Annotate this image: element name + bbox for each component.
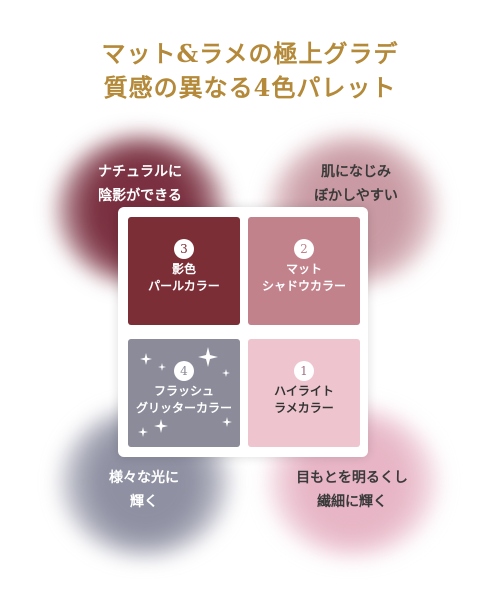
caption-line: 繊細に輝く [317, 494, 387, 510]
sparkle-icon [154, 419, 168, 433]
pan-label-line: マット [285, 262, 322, 276]
caption-line: 目もとを明るくし [296, 470, 408, 486]
caption-line: ナチュラルに [98, 164, 182, 180]
pan-shade-2: 2 マット シャドウカラー [248, 217, 360, 325]
pan-label-line: パールカラー [148, 279, 220, 293]
pan-label-line: ラメカラー [274, 401, 334, 415]
pan-shade-4: 4 フラッシュ グリッターカラー [128, 339, 240, 447]
eyeshadow-palette: 3 影色 パールカラー 2 マット シャドウカラー 4 フラッシュ グリッターカ… [118, 207, 368, 457]
sparkle-icon [138, 427, 148, 437]
pan-shade-3: 3 影色 パールカラー [128, 217, 240, 325]
pan-label-line: フラッシュ [153, 384, 214, 398]
pan-label-line: ハイライト [274, 384, 334, 398]
caption-line: 輝く [130, 494, 158, 510]
pan-label-line: 影色 [171, 262, 196, 276]
blob-caption-top-left: ナチュラルに 陰影ができる [60, 160, 220, 208]
sparkle-icon [158, 363, 166, 371]
pan-number-badge: 4 [174, 361, 194, 381]
caption-line: 様々な光に [109, 470, 179, 486]
caption-line: ぼかしやすい [314, 188, 398, 204]
pan-number-badge: 2 [294, 239, 314, 259]
blob-caption-bottom-left: 様々な光に 輝く [64, 466, 224, 514]
sparkle-icon [198, 347, 218, 367]
blob-caption-top-right: 肌になじみ ぼかしやすい [276, 160, 436, 208]
sparkle-icon [222, 417, 232, 427]
caption-line: 肌になじみ [321, 164, 391, 180]
caption-line: 陰影ができる [98, 188, 182, 204]
heading-line-1: マット&ラメの極上グラデ [101, 39, 399, 68]
pan-shade-1: 1 ハイライト ラメカラー [248, 339, 360, 447]
sparkle-icon [140, 353, 152, 365]
pan-number-badge: 3 [174, 239, 194, 259]
pan-number-badge: 1 [294, 361, 314, 381]
sparkle-icon [222, 369, 230, 377]
pan-label-line: グリッターカラー [135, 401, 232, 415]
heading-line-2: 質感の異なる4色パレット [103, 73, 397, 102]
blob-caption-bottom-right: 目もとを明るくし 繊細に輝く [272, 466, 432, 514]
pan-label-line: シャドウカラー [261, 279, 346, 293]
